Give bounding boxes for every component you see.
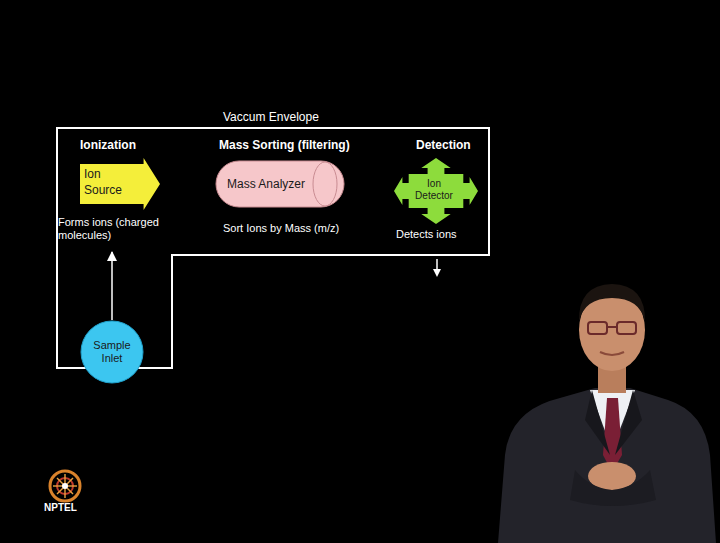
cylinder-end bbox=[313, 162, 337, 206]
mass-analyzer-label: Mass Analyzer bbox=[227, 176, 305, 192]
ion-detector-label-slot: Ion Detector bbox=[408, 178, 460, 202]
flow-arrow bbox=[111, 252, 113, 320]
ion-detector-arrows: Ion Detector bbox=[394, 158, 478, 224]
stage-heading-slot: Ionization bbox=[80, 138, 136, 152]
mass-analyzer-label-slot: Mass Analyzer bbox=[227, 176, 305, 192]
envelope-title: Vaccum Envelope bbox=[223, 110, 319, 124]
arrow-body bbox=[80, 158, 160, 210]
ion-source-label: Ion Source bbox=[84, 166, 142, 198]
stage-caption: Forms ions (charged molecules) bbox=[58, 216, 176, 242]
ion-source-arrow: Ion Source bbox=[80, 158, 160, 210]
envelope-title-slot: Vaccum Envelope bbox=[223, 110, 319, 124]
inlet-disc bbox=[81, 321, 143, 383]
ion-source-label-slot: Ion Source bbox=[84, 166, 142, 198]
stage-caption-slot: Detects ions bbox=[396, 228, 457, 241]
stage-heading: Ionization bbox=[80, 138, 136, 152]
cylinder-body bbox=[216, 161, 344, 207]
nptel-logo bbox=[50, 471, 80, 501]
stage-caption-slot: Forms ions (charged molecules) bbox=[58, 216, 176, 242]
sample-inlet-label: Sample Inlet bbox=[87, 339, 137, 365]
logo-text: NPTEL bbox=[44, 502, 77, 513]
ion-source-block: Ion Source IonizationForms ions (charged … bbox=[58, 138, 176, 250]
sample-inlet-circle: Sample Inlet bbox=[80, 320, 144, 384]
four-way-arrow bbox=[394, 158, 478, 224]
output-arrow bbox=[433, 259, 441, 277]
stage-heading: Detection bbox=[416, 138, 471, 152]
stage-heading: Mass Sorting (filtering) bbox=[219, 138, 350, 152]
stage-caption: Sort Ions by Mass (m/z) bbox=[223, 222, 339, 235]
stage-heading-slot: Mass Sorting (filtering) bbox=[219, 138, 350, 152]
sample-inlet-label-slot: Sample Inlet bbox=[87, 339, 137, 365]
mass-analyzer-block: Mass Analyzer Mass Sorting (filtering) Sor… bbox=[205, 138, 365, 250]
stage-heading-slot: Detection bbox=[416, 138, 471, 152]
mass-analyzer-cylinder: Mass Analyzer bbox=[215, 160, 345, 208]
logo-slot: NPTEL bbox=[44, 502, 77, 513]
stage-caption: Detects ions bbox=[396, 228, 457, 241]
stage-caption-slot: Sort Ions by Mass (m/z) bbox=[223, 222, 339, 235]
ion-detector-block: Ion Detector DetectionDetects ions bbox=[380, 138, 485, 250]
presenter bbox=[498, 284, 716, 543]
ion-detector-label: Ion Detector bbox=[408, 178, 460, 202]
